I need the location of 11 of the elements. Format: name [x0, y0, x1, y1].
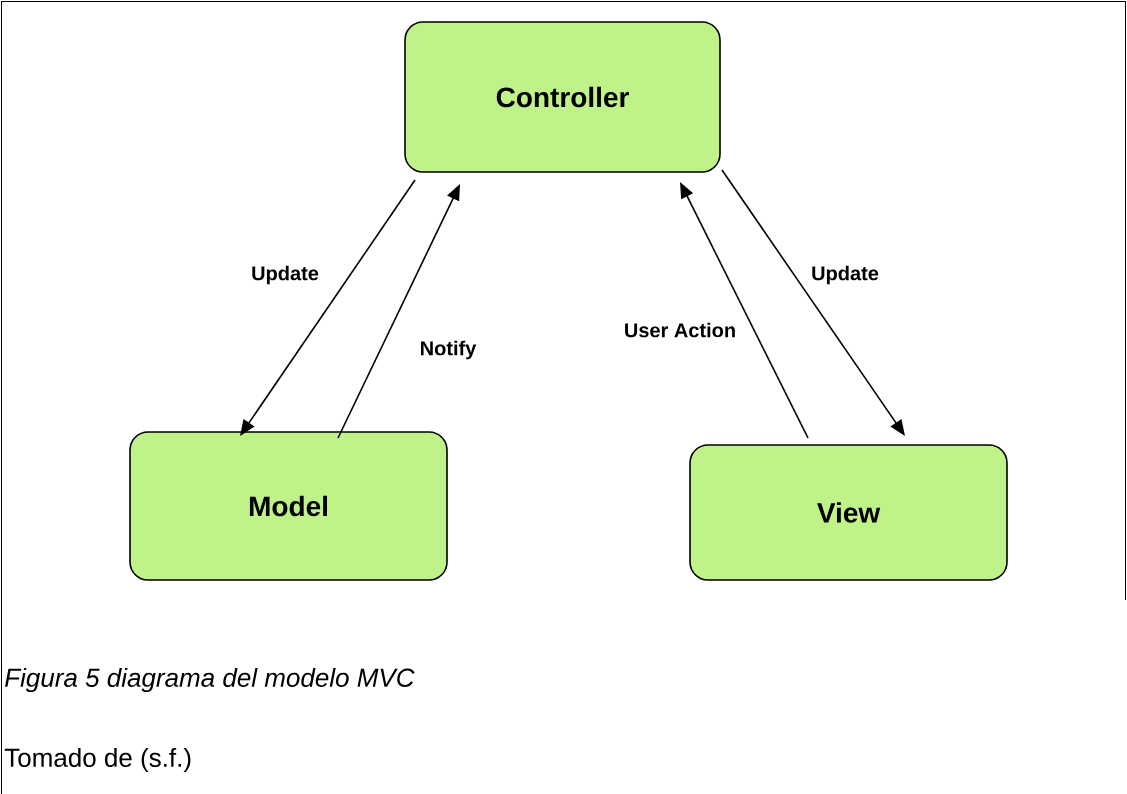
edge-label: Update — [250, 264, 320, 286]
edge-label: User Action — [622, 321, 738, 339]
process-box: Model — [129, 431, 448, 581]
process-box: Controller — [404, 21, 721, 173]
process-box: View — [689, 444, 1008, 581]
edge-label: Update — [810, 264, 880, 286]
edge-label: Notify — [418, 339, 478, 361]
arrow — [721, 169, 905, 436]
source-note: Tomado de (s.f.) — [4, 747, 191, 773]
caption: Figura 5 diagrama del modelo MVC — [5, 667, 415, 693]
arrow — [240, 179, 416, 436]
